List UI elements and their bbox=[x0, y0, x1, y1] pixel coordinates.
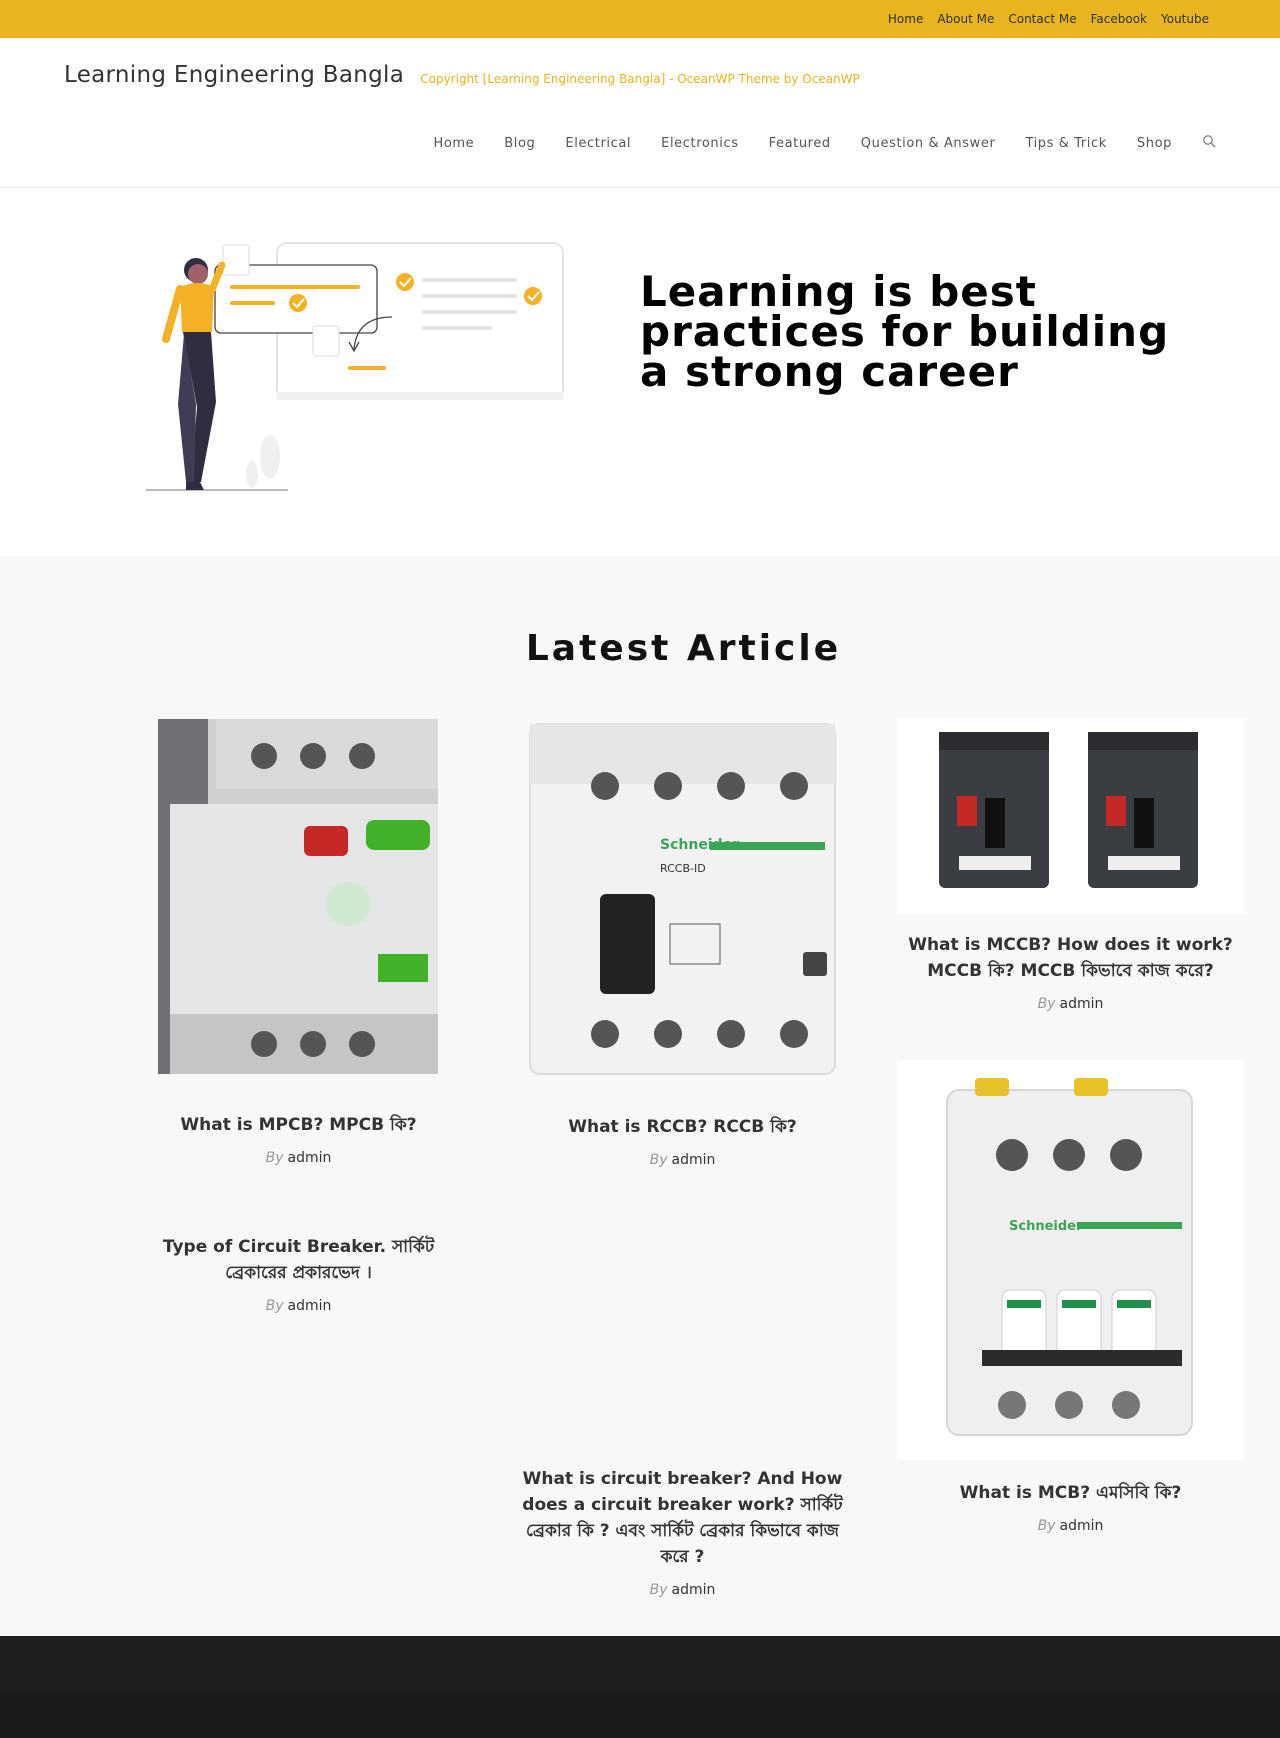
main-nav: Home Blog Electrical Electronics Feature… bbox=[418, 134, 1216, 152]
nav-electronics[interactable]: Electronics bbox=[661, 135, 739, 151]
by-label: By bbox=[1037, 1518, 1056, 1534]
article-title[interactable]: What is RCCB? RCCB কি? bbox=[568, 1117, 797, 1137]
top-bar: Home About Me Contact Me Facebook Youtub… bbox=[0, 0, 1280, 38]
author-link[interactable]: admin bbox=[1059, 1518, 1104, 1534]
nav-home[interactable]: Home bbox=[433, 135, 475, 151]
by-label: By bbox=[265, 1150, 284, 1166]
site-header: Learning Engineering Bangla Home Blog El… bbox=[0, 38, 1280, 188]
copyright-text: Copyright [Learning Engineering Bangla] … bbox=[420, 72, 860, 86]
svg-text:RCCB-ID: RCCB-ID bbox=[660, 862, 706, 875]
nav-question-answer[interactable]: Question & Answer bbox=[860, 135, 996, 151]
section-title: Latest Article bbox=[525, 628, 842, 669]
footer-bottom bbox=[0, 1692, 1280, 1738]
article-card-circuit-breaker: What is circuit breaker? And How does a … bbox=[510, 1466, 855, 1598]
article-title[interactable]: Type of Circuit Breaker. সার্কিট ব্রেকার… bbox=[162, 1237, 435, 1283]
hero-section: Learning is best practices for building … bbox=[0, 188, 1280, 556]
hero-illustration bbox=[146, 242, 564, 491]
hero-heading: Learning is best practices for building … bbox=[640, 267, 1170, 396]
search-icon[interactable] bbox=[1187, 134, 1216, 152]
author-link[interactable]: admin bbox=[287, 1150, 332, 1166]
author-link[interactable]: admin bbox=[671, 1152, 716, 1168]
article-card-types: Type of Circuit Breaker. সার্কিট ব্রেকার… bbox=[136, 1234, 461, 1314]
nav-blog[interactable]: Blog bbox=[504, 135, 536, 151]
author-link[interactable]: admin bbox=[287, 1298, 332, 1314]
nav-electrical[interactable]: Electrical bbox=[565, 135, 632, 151]
top-link-about[interactable]: About Me bbox=[937, 12, 995, 26]
top-link-youtube[interactable]: Youtube bbox=[1161, 12, 1209, 26]
by-label: By bbox=[649, 1152, 668, 1168]
article-title[interactable]: What is circuit breaker? And How does a … bbox=[522, 1469, 843, 1567]
top-link-home[interactable]: Home bbox=[887, 12, 924, 26]
article-image-rccb[interactable]: Schneider RCCB-ID bbox=[520, 714, 845, 1084]
top-menu: Home About Me Contact Me Facebook Youtub… bbox=[881, 0, 1216, 38]
article-card-mccb: What is MCCB? How does it work? MCCB কি?… bbox=[897, 932, 1244, 1012]
nav-tips-trick[interactable]: Tips & Trick bbox=[1025, 135, 1107, 151]
svg-text:Schneider: Schneider bbox=[1009, 1219, 1083, 1234]
article-title[interactable]: What is MPCB? MPCB কি? bbox=[180, 1115, 417, 1135]
by-label: By bbox=[265, 1298, 284, 1314]
top-link-contact[interactable]: Contact Me bbox=[1008, 12, 1077, 26]
site-title[interactable]: Learning Engineering Bangla bbox=[64, 62, 405, 88]
nav-featured[interactable]: Featured bbox=[768, 135, 831, 151]
by-label: By bbox=[1037, 996, 1056, 1012]
site-footer bbox=[0, 1636, 1280, 1738]
article-image-mccb[interactable] bbox=[897, 718, 1244, 914]
article-title[interactable]: What is MCCB? How does it work? MCCB কি?… bbox=[908, 935, 1233, 981]
author-link[interactable]: admin bbox=[671, 1582, 716, 1598]
article-image-mpcb[interactable] bbox=[136, 714, 461, 1084]
latest-articles-section: Latest Article What is MPCB? MPCB কি? By… bbox=[0, 556, 1280, 1636]
author-link[interactable]: admin bbox=[1059, 996, 1104, 1012]
article-title[interactable]: What is MCB? এমসিবি কি? bbox=[959, 1483, 1182, 1503]
article-image-mcb[interactable]: Schneider bbox=[897, 1060, 1244, 1460]
by-label: By bbox=[649, 1582, 668, 1598]
nav-shop[interactable]: Shop bbox=[1136, 135, 1172, 151]
top-link-facebook[interactable]: Facebook bbox=[1090, 12, 1147, 26]
